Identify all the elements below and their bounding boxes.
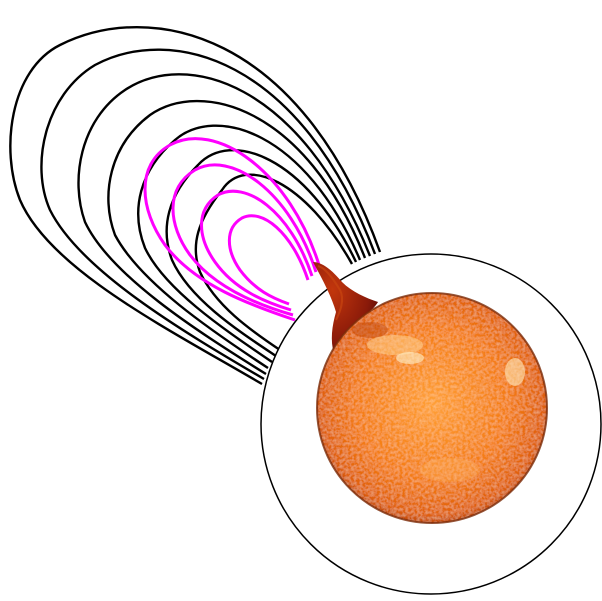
inner-field-line xyxy=(143,137,322,322)
inner-field-line xyxy=(200,189,314,312)
prominence xyxy=(313,262,378,354)
inner-field-line xyxy=(171,163,318,317)
active-regions xyxy=(352,322,525,482)
outer-field-line xyxy=(194,173,354,351)
sun-disk xyxy=(316,292,548,524)
outer-field-line xyxy=(77,73,372,376)
inner-field-lines xyxy=(143,137,322,322)
outer-field-line xyxy=(40,48,377,381)
outer-field-line xyxy=(107,99,367,370)
inner-field-line xyxy=(227,214,310,306)
outer-field-line xyxy=(9,25,382,386)
